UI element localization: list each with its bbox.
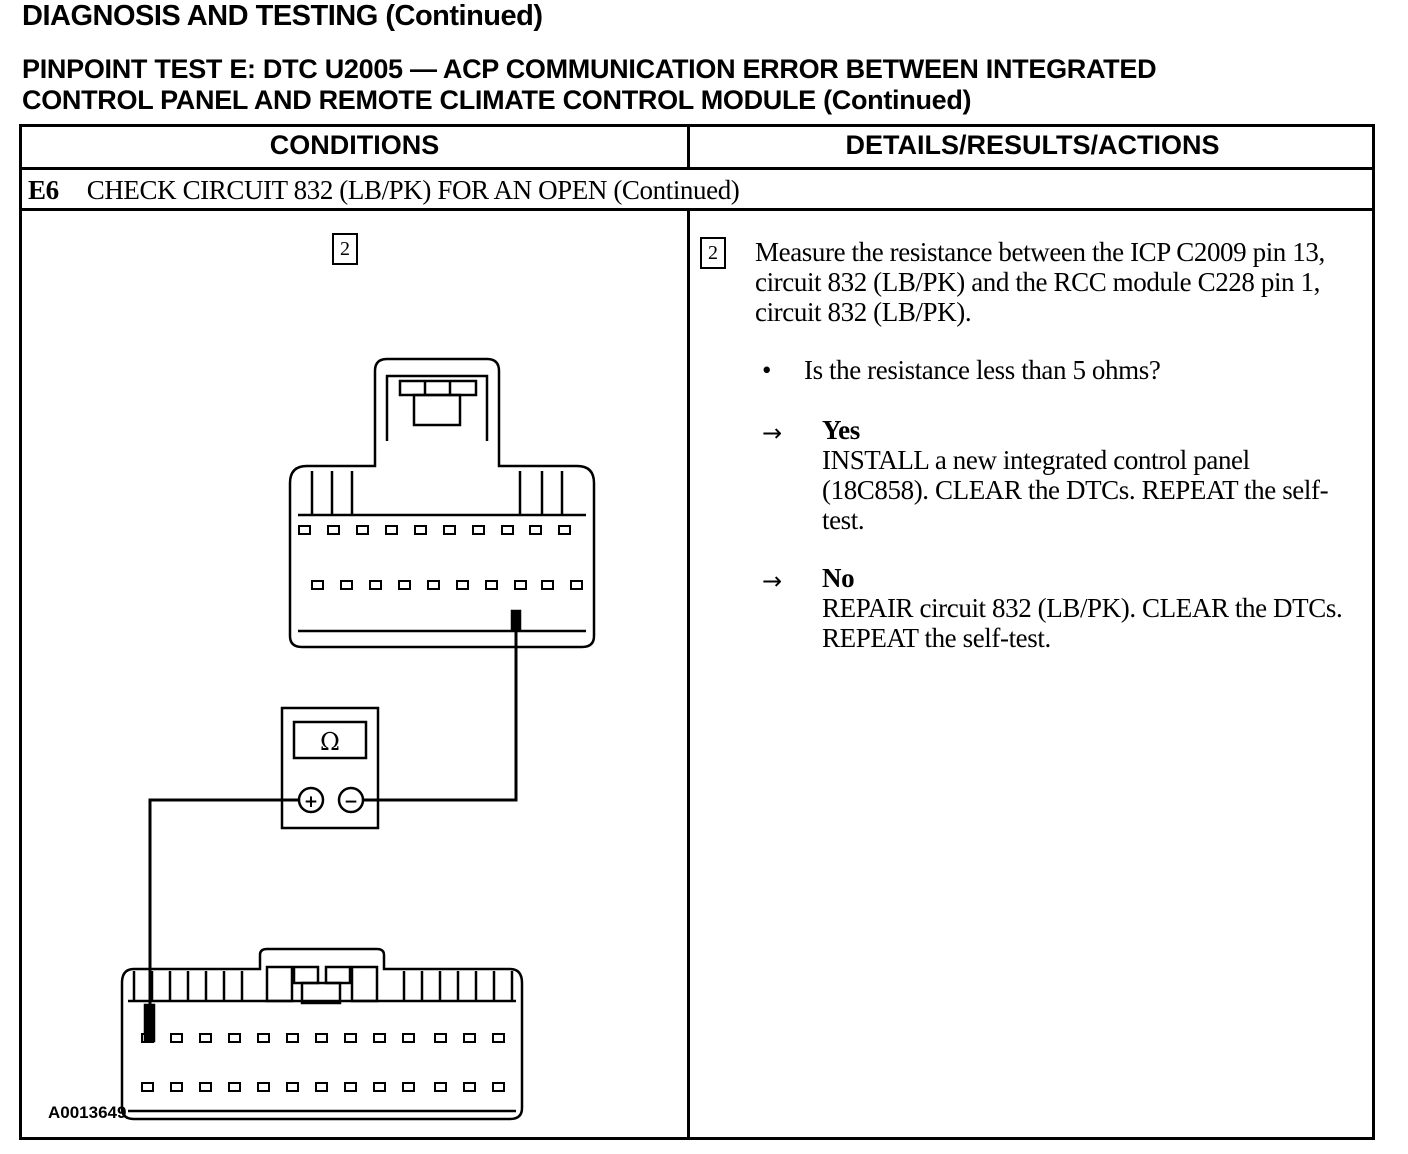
section-title: DIAGNOSIS AND TESTING (Continued) — [22, 0, 543, 32]
connector-pin — [463, 1082, 476, 1092]
measure-instruction: Measure the resistance between the ICP C… — [755, 237, 1325, 327]
no-result: No REPAIR circuit 832 (LB/PK). CLEAR the… — [822, 563, 1362, 653]
connector-pin — [501, 525, 514, 535]
header-column-divider — [687, 127, 690, 168]
connector-pin — [170, 1033, 183, 1043]
connector-pin — [344, 1082, 357, 1092]
connector-pin — [402, 1082, 415, 1092]
connector-pin — [541, 580, 554, 590]
yes-result: Yes INSTALL a new integrated control pan… — [822, 415, 1362, 535]
connector-pin — [373, 1082, 386, 1092]
connector-pin — [472, 525, 485, 535]
yes-label: Yes — [822, 415, 860, 445]
connector-pin — [298, 525, 311, 535]
connector-pin — [311, 580, 324, 590]
connector-pin — [434, 1033, 447, 1043]
negative-probe-tip — [510, 609, 522, 631]
body-column-divider — [687, 208, 690, 1137]
step-row-divider — [22, 208, 1372, 211]
connector-pin — [257, 1033, 270, 1043]
positive-test-lead — [148, 798, 299, 1011]
rcc-connector-pins — [141, 1033, 505, 1092]
test-title-line-1: PINPOINT TEST E: DTC U2005 — ACP COMMUNI… — [22, 54, 1157, 84]
figure-id: A0013649 — [48, 1103, 127, 1122]
connector-pin — [141, 1033, 154, 1043]
connector-pin — [514, 580, 527, 590]
connector-pin — [434, 1082, 447, 1092]
rcc-connector-c228 — [120, 947, 524, 1121]
connector-pin — [463, 1033, 476, 1043]
meter-positive-terminal: + — [304, 792, 318, 812]
negative-test-lead — [363, 625, 518, 802]
no-action: REPAIR circuit 832 (LB/PK). CLEAR the DT… — [822, 593, 1343, 653]
step-row: E6 CHECK CIRCUIT 832 (LB/PK) FOR AN OPEN … — [28, 175, 740, 206]
no-label: No — [822, 563, 855, 593]
connector-pin — [492, 1033, 505, 1043]
connector-pin — [344, 1033, 357, 1043]
connector-pin — [315, 1082, 328, 1092]
connector-pin — [356, 525, 369, 535]
column-header-details: DETAILS/RESULTS/ACTIONS — [845, 130, 1220, 160]
icp-connector-pins — [298, 525, 583, 590]
connector-pin — [286, 1082, 299, 1092]
connector-pin — [315, 1033, 328, 1043]
connector-pin — [485, 580, 498, 590]
connector-pin — [456, 580, 469, 590]
connector-pin — [558, 525, 571, 535]
connector-pin — [199, 1033, 212, 1043]
connector-pin — [369, 580, 382, 590]
header-divider — [22, 167, 1372, 170]
ohmmeter — [280, 706, 380, 830]
yes-action: INSTALL a new integrated control panel (… — [822, 445, 1329, 535]
no-arrow-icon: → — [762, 567, 783, 595]
connector-pin — [443, 525, 456, 535]
connector-pin — [414, 525, 427, 535]
test-title-line-2: CONTROL PANEL AND REMOTE CLIMATE CONTROL… — [22, 85, 972, 115]
connector-pin — [492, 1082, 505, 1092]
conditions-step-number: 2 — [332, 233, 358, 265]
connector-pin — [228, 1033, 241, 1043]
connector-pin — [385, 525, 398, 535]
connector-pin — [199, 1082, 212, 1092]
connector-pin — [427, 580, 440, 590]
connector-pin — [373, 1033, 386, 1043]
bullet-icon: • — [762, 355, 772, 385]
connector-pin — [398, 580, 411, 590]
connector-pin — [170, 1082, 183, 1092]
connector-pin — [257, 1082, 270, 1092]
connector-pin — [340, 580, 353, 590]
connector-pin — [141, 1082, 154, 1092]
step-id: E6 — [28, 175, 59, 205]
ohm-symbol: Ω — [320, 728, 340, 756]
connector-pin — [570, 580, 583, 590]
connector-pin — [402, 1033, 415, 1043]
icp-connector-c2009 — [288, 357, 596, 649]
meter-negative-terminal: − — [344, 792, 358, 812]
connector-pin — [286, 1033, 299, 1043]
details-step-number: 2 — [700, 237, 726, 269]
resistance-question: Is the resistance less than 5 ohms? — [804, 355, 1161, 385]
step-title: CHECK CIRCUIT 832 (LB/PK) FOR AN OPEN (C… — [86, 175, 740, 205]
pinpoint-test-table: CONDITIONS DETAILS/RESULTS/ACTIONS E6 CHE… — [19, 124, 1375, 1140]
yes-arrow-icon: → — [762, 419, 783, 447]
connector-diagram: Ω + − — [120, 357, 596, 1121]
connector-pin — [529, 525, 542, 535]
connector-pin — [327, 525, 340, 535]
pinpoint-test-title: PINPOINT TEST E: DTC U2005 — ACP COMMUNI… — [22, 54, 1157, 116]
connector-pin — [228, 1082, 241, 1092]
column-header-conditions: CONDITIONS — [269, 130, 440, 160]
